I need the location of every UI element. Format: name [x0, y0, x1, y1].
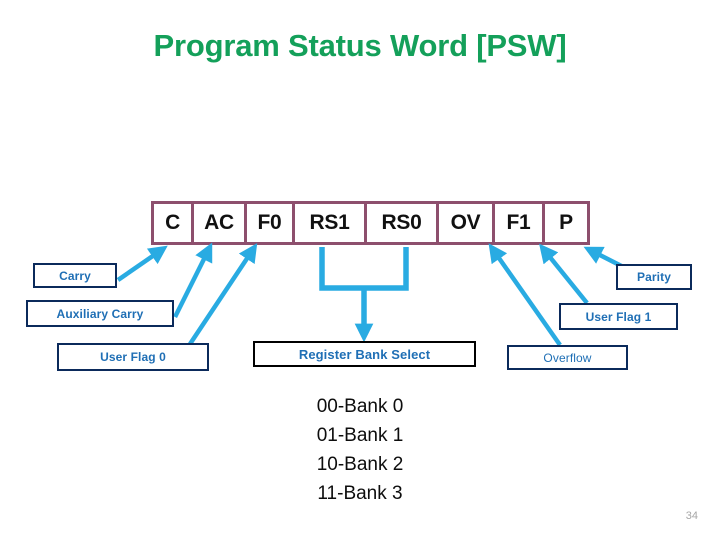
- callout-overflow[interactable]: Overflow: [507, 345, 628, 370]
- bank-legend-line-2: 10-Bank 2: [316, 454, 404, 475]
- bank-legend-line-1: 01-Bank 1: [316, 425, 404, 446]
- psw-cell-rs1[interactable]: RS1: [295, 204, 367, 242]
- psw-cell-f1[interactable]: F1: [495, 204, 545, 242]
- callout-parity[interactable]: Parity: [616, 264, 692, 290]
- arrow-overflow: [488, 243, 562, 347]
- page-number: 34: [685, 510, 698, 522]
- callout-register-bank-select[interactable]: Register Bank Select: [253, 341, 476, 367]
- arrow-user-flag-1: [539, 243, 589, 305]
- bank-legend-line-0: 00-Bank 0: [316, 396, 404, 417]
- psw-cell-ac[interactable]: AC: [194, 204, 247, 242]
- arrow-auxiliary-carry: [172, 242, 213, 319]
- psw-cell-ov[interactable]: OV: [439, 204, 495, 242]
- psw-cell-p[interactable]: P: [545, 204, 587, 242]
- bank-legend-line-3: 11-Bank 3: [317, 483, 403, 504]
- arrow-carry: [116, 245, 168, 282]
- psw-cell-c[interactable]: C: [154, 204, 194, 242]
- bracket-register-bank: [319, 247, 409, 291]
- callout-carry[interactable]: Carry: [33, 263, 117, 288]
- callout-auxiliary-carry[interactable]: Auxiliary Carry: [26, 300, 174, 327]
- arrow-user-flag-0: [188, 243, 258, 346]
- psw-cell-rs0[interactable]: RS0: [367, 204, 439, 242]
- psw-register-strip: C AC F0 RS1 RS0 OV F1 P: [151, 201, 590, 245]
- psw-cell-f0[interactable]: F0: [247, 204, 295, 242]
- bank-select-legend: 00-Bank 0 01-Bank 1 10-Bank 2 11-Bank 3: [0, 392, 720, 508]
- callout-user-flag-1[interactable]: User Flag 1: [559, 303, 678, 330]
- page-title: Program Status Word [PSW]: [153, 28, 567, 63]
- callout-user-flag-0[interactable]: User Flag 0: [57, 343, 209, 371]
